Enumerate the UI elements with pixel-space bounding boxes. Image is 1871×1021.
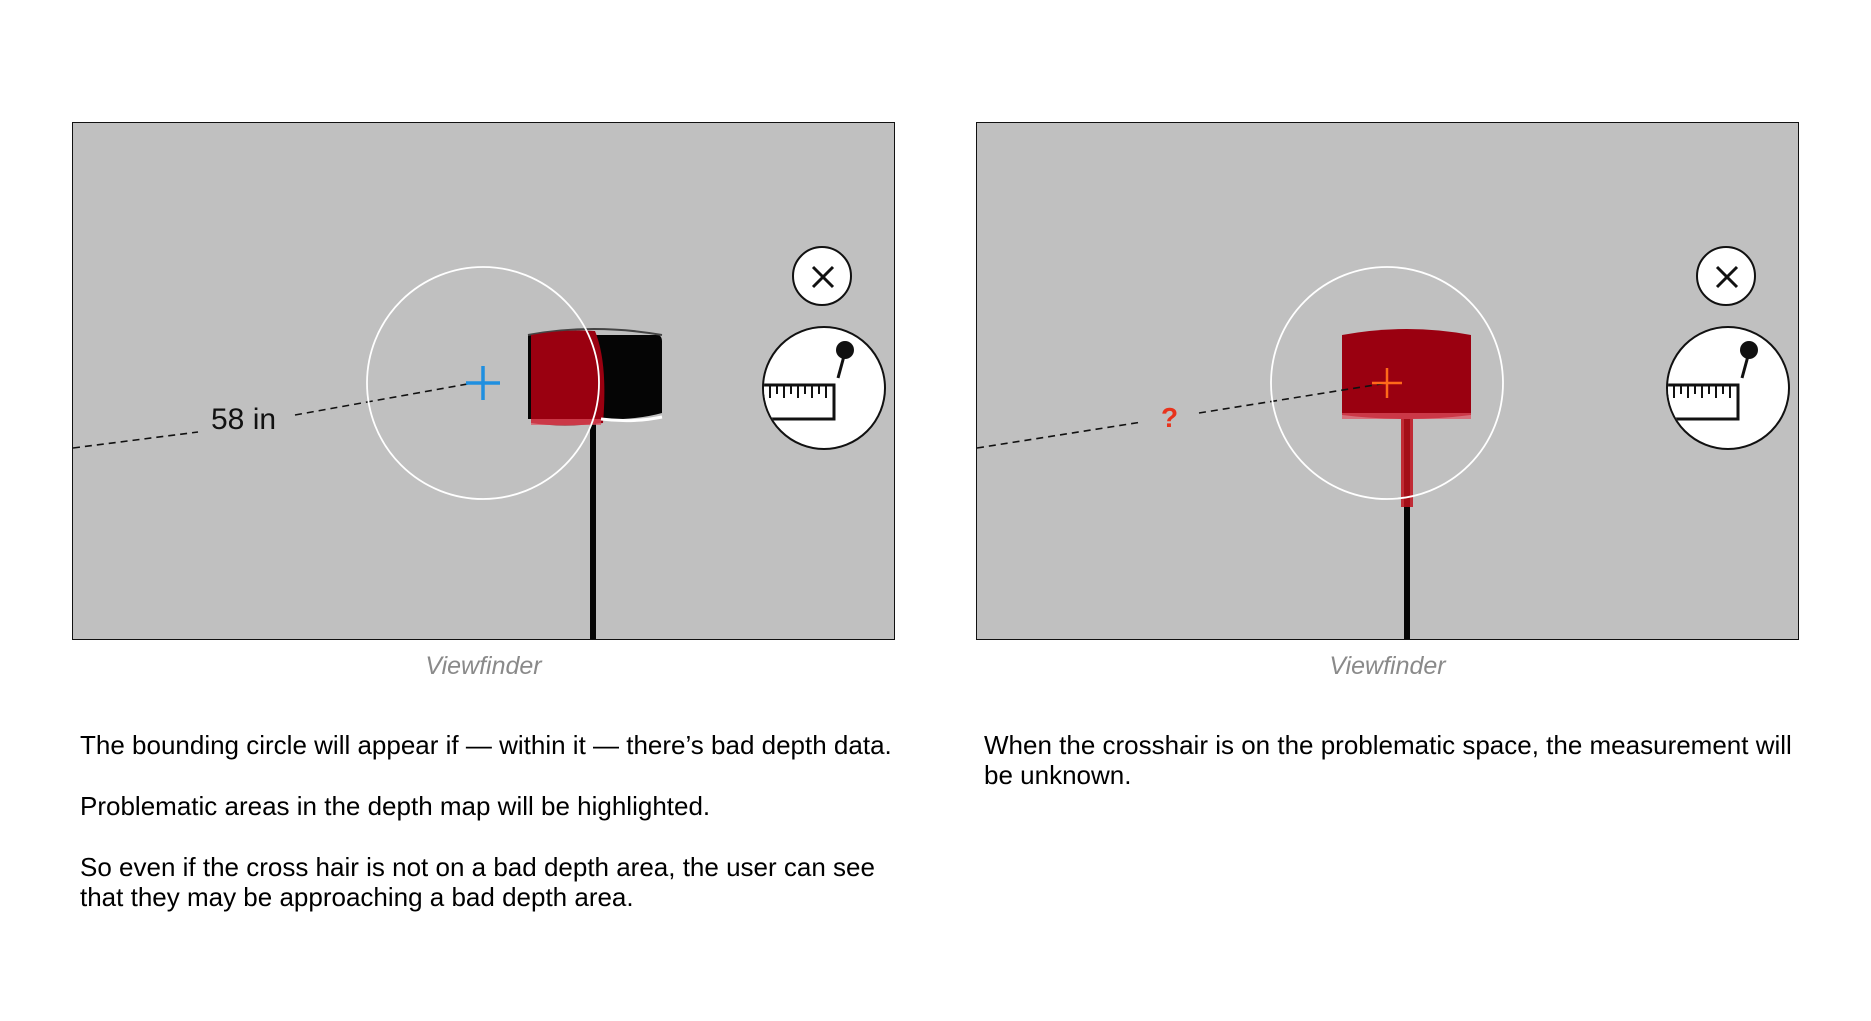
bounding-circle	[1270, 266, 1504, 500]
close-button[interactable]	[1696, 246, 1756, 306]
viewfinder-scene	[977, 266, 1504, 639]
unknown-measurement-label: ?	[1161, 402, 1179, 433]
bounding-circle	[366, 266, 600, 500]
left-panel: 58 in	[0, 0, 900, 1021]
lamp-pole	[590, 415, 596, 639]
viewfinder-caption: Viewfinder	[425, 652, 542, 680]
ruler-pin-icon	[1668, 341, 1758, 421]
notes: The bounding circle will appear if — wit…	[80, 730, 900, 943]
measure-line-b	[1198, 382, 1388, 414]
lamp-shade-highlight	[1342, 329, 1471, 419]
note-paragraph: Problematic areas in the depth map will …	[80, 791, 711, 821]
close-button[interactable]	[792, 246, 852, 306]
crosshair	[1372, 368, 1402, 398]
viewfinder-caption: Viewfinder	[1329, 652, 1446, 680]
measurement-label: 58 in	[211, 403, 277, 436]
lamp-pole	[1404, 415, 1410, 639]
ruler-pin-icon	[764, 341, 854, 421]
measure-line-a	[977, 421, 1143, 449]
close-icon	[1715, 265, 1739, 289]
measure-button[interactable]	[1666, 326, 1790, 450]
lamp-pole-highlight	[1401, 415, 1413, 507]
note-paragraph: When the crosshair is on the problematic…	[984, 730, 1792, 790]
viewfinder[interactable]: ?	[976, 122, 1799, 640]
viewfinder-scene	[73, 266, 663, 639]
lamp-shade-highlight	[531, 330, 605, 426]
note-paragraph: The bounding circle will appear if — wit…	[80, 730, 892, 760]
measure-line-b	[294, 382, 474, 416]
right-panel: ?	[904, 0, 1804, 1021]
viewfinder[interactable]: 58 in	[72, 122, 895, 640]
note-paragraph: So even if the cross hair is not on a ba…	[80, 852, 875, 912]
measure-button[interactable]	[762, 326, 886, 450]
crosshair	[466, 366, 500, 400]
measure-line-a	[73, 431, 199, 449]
notes: When the crosshair is on the problematic…	[984, 730, 1804, 821]
close-icon	[811, 265, 835, 289]
